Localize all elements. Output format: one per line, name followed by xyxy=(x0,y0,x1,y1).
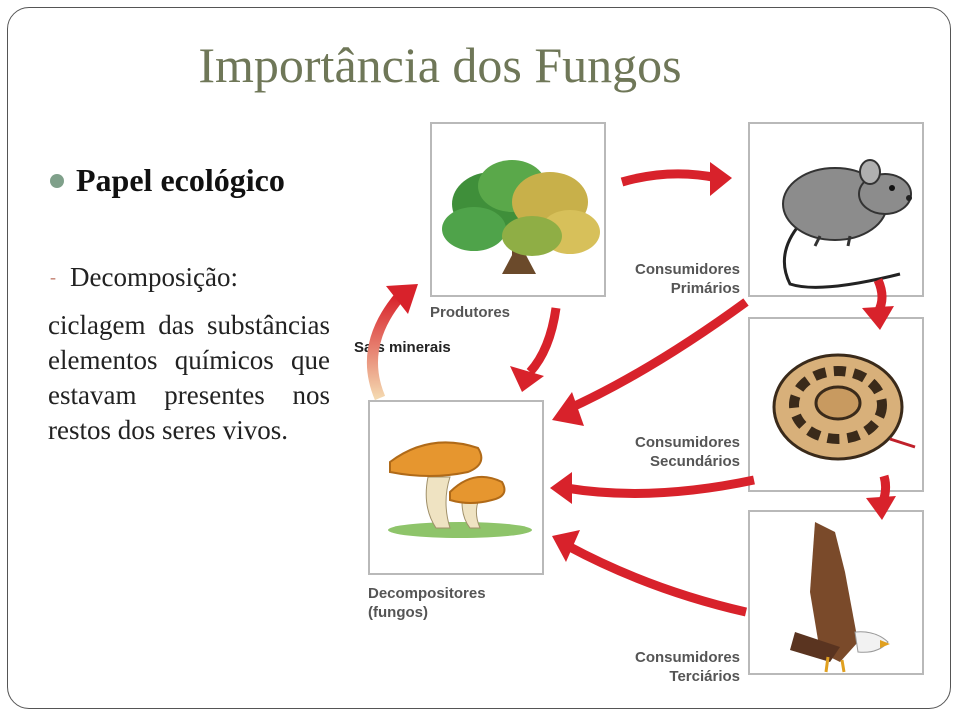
arrows-layer xyxy=(366,162,896,617)
rat-icon xyxy=(782,159,912,289)
description-paragraph: ciclagem das substâncias elementos quími… xyxy=(48,310,330,445)
secondary-label-line2: Secundários xyxy=(649,453,740,470)
bullet-item: Papel ecológico xyxy=(50,162,285,199)
food-chain-diagram: Produtores Consumidores Primários Consum… xyxy=(350,110,940,695)
arrow-primary-to-secondary xyxy=(862,278,894,330)
slide-frame xyxy=(7,7,951,709)
tree-icon xyxy=(442,160,600,274)
arrow-primary-to-decomposers xyxy=(552,298,749,426)
primary-consumers-label: Consumidores Primários xyxy=(600,260,740,298)
arrow-producers-to-decomposers xyxy=(510,307,561,392)
arrow-secondary-to-tertiary xyxy=(866,474,896,520)
decomposers-box xyxy=(368,400,544,575)
decomposers-label-line1: Decompositores xyxy=(368,585,486,602)
mushroom-icon xyxy=(388,441,532,538)
secondary-consumers-label: Consumidores Secundários xyxy=(600,433,740,471)
tertiary-label-line2: Terciários xyxy=(669,668,740,685)
arrow-decomposers-to-producers xyxy=(366,284,418,401)
tertiary-consumers-label: Consumidores Terciários xyxy=(600,648,740,686)
secondary-label-line1: Consumidores xyxy=(634,434,740,451)
producers-box xyxy=(430,122,606,297)
bullet-text: Papel ecológico xyxy=(76,162,285,198)
slide-title: Importância dos Fungos xyxy=(198,37,682,93)
eagle-icon xyxy=(790,522,890,673)
producers-label: Produtores xyxy=(430,304,511,321)
bullet-dot-icon xyxy=(50,173,64,188)
sub-bullet-text: Decomposição: xyxy=(70,262,238,292)
arrow-tertiary-to-decomposers xyxy=(552,530,748,617)
decomposers-label: Decompositores (fungos) xyxy=(368,584,486,622)
tertiary-label-line1: Consumidores xyxy=(634,649,740,666)
arrow-producers-to-primary xyxy=(620,162,732,196)
sub-bullet-item: - Decomposição: xyxy=(50,262,238,293)
arrow-secondary-to-decomposers xyxy=(550,472,755,504)
decomposers-label-line2: (fungos) xyxy=(368,604,428,621)
dash-icon: - xyxy=(50,267,56,287)
snake-icon xyxy=(772,353,916,461)
primary-label-line1: Consumidores xyxy=(634,261,740,278)
secondary-consumers-box xyxy=(748,317,924,492)
primary-label-line2: Primários xyxy=(670,280,740,297)
tertiary-consumers-box xyxy=(748,510,924,675)
primary-consumers-box xyxy=(748,122,924,297)
